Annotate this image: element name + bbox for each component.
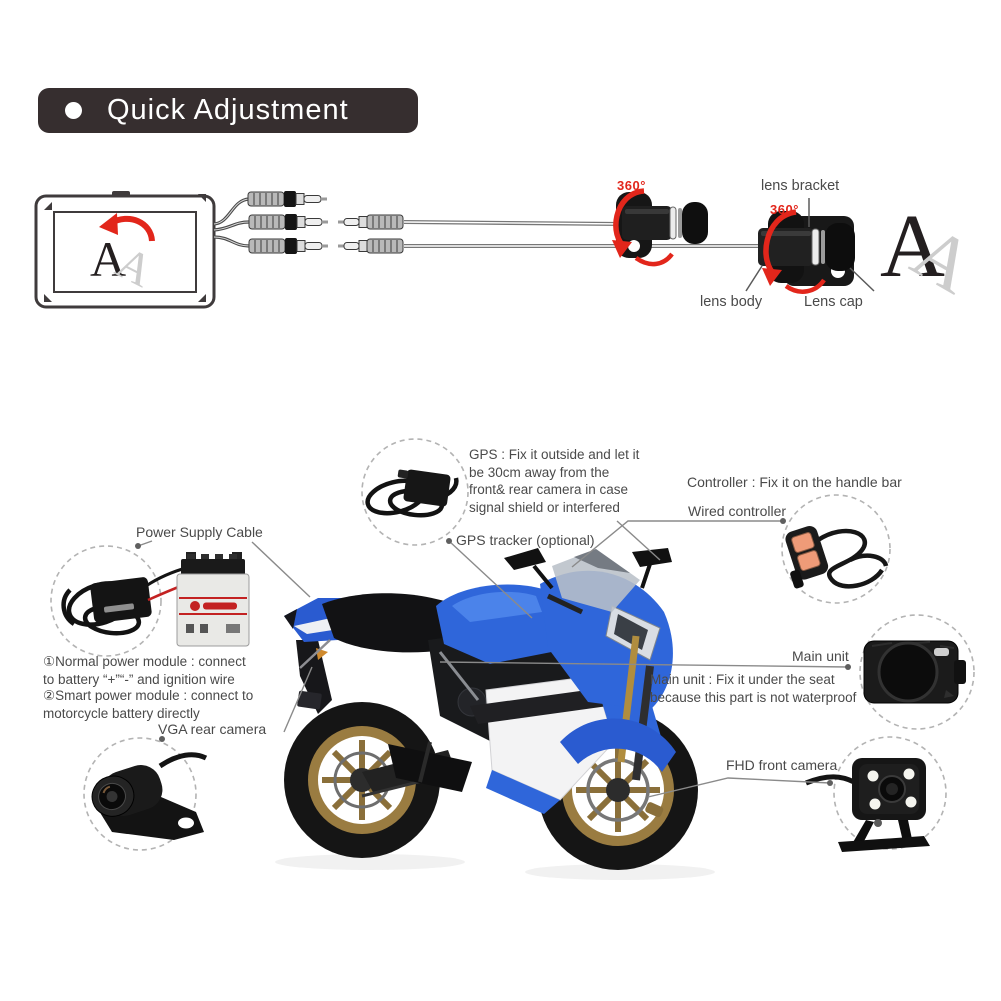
main-unit-note: Main unit : Fix it under the seat becaus… xyxy=(650,672,857,705)
main-unit-pointer xyxy=(439,661,849,668)
gps-note-pointer xyxy=(616,520,661,561)
license-plate xyxy=(297,690,322,710)
rca-plug-1 xyxy=(247,191,327,207)
gps-tracker-photo xyxy=(365,469,459,518)
main-unit-photo xyxy=(863,640,966,704)
gps-tracker-label: GPS tracker (optional) xyxy=(456,532,595,548)
left-mirror xyxy=(504,548,546,570)
callout-pointers xyxy=(137,520,849,798)
lens-cap-2 xyxy=(825,223,855,271)
monitor-graphic xyxy=(34,191,216,309)
rca-jacks xyxy=(338,214,404,254)
camera-assembly-1 xyxy=(612,188,708,267)
front-fender xyxy=(560,718,676,772)
monitor-cables-highlight xyxy=(213,198,250,247)
right-mirror xyxy=(632,548,672,567)
vga-camera-photo xyxy=(91,752,208,840)
wired-controller-photo xyxy=(785,526,889,589)
rca-plug-2 xyxy=(248,214,328,230)
power-module-note-1: ①Normal power module : connect to batter… xyxy=(43,654,246,687)
gps-tracker-pointer xyxy=(448,540,533,619)
rotation-badge-1: 360° xyxy=(617,178,646,193)
rear-wheel xyxy=(284,702,440,858)
banner-bullet-icon xyxy=(65,102,82,119)
lens-bracket-label: lens bracket xyxy=(761,178,840,194)
gps-note: GPS : Fix it outside and let it be 30cm … xyxy=(469,447,640,515)
vga-camera-pointer xyxy=(283,666,313,733)
power-supply-cable-label: Power Supply Cable xyxy=(136,524,263,540)
rca-plug-3 xyxy=(248,238,328,254)
lens-body-pointer xyxy=(745,265,763,292)
rear-fender xyxy=(296,640,332,714)
lens-body-2 xyxy=(758,228,814,266)
power-cable-bike-pointer xyxy=(251,541,311,598)
camera-assembly-2 xyxy=(745,198,875,294)
pointer-dots xyxy=(135,518,851,786)
banner-title: Quick Adjustment xyxy=(107,94,349,126)
rotation-badge-2: 360° xyxy=(770,202,799,217)
rca-jack-1 xyxy=(338,214,404,230)
vga-rear-camera-label: VGA rear camera xyxy=(158,721,267,737)
fhd-camera-photo xyxy=(805,758,930,852)
lens-cap-label: Lens cap xyxy=(804,294,863,310)
section-banner: Quick Adjustment xyxy=(38,88,418,133)
lens-body-label: lens body xyxy=(700,294,763,310)
rca-jack-2 xyxy=(338,238,404,254)
camera-cables xyxy=(403,220,762,248)
battery-photo xyxy=(176,552,250,647)
wired-controller-label: Wired controller xyxy=(688,503,787,519)
motorcycle xyxy=(275,548,715,880)
lens-body-1 xyxy=(622,206,672,240)
rca-plugs xyxy=(247,191,328,254)
controller-note: Controller : Fix it on the handle bar xyxy=(687,474,902,490)
lens-cap-pointer xyxy=(849,267,875,292)
screen-letter: A xyxy=(90,231,127,287)
fhd-front-camera-label: FHD front camera xyxy=(726,757,838,773)
lens-cap-1 xyxy=(682,202,708,244)
main-unit-label: Main unit xyxy=(792,648,849,664)
side-letter: A xyxy=(880,197,945,296)
wired-controller-pointer xyxy=(571,520,783,568)
fhd-camera-pointer xyxy=(647,777,831,798)
power-module-note-2: ②Smart power module : connect to motorcy… xyxy=(43,688,254,721)
